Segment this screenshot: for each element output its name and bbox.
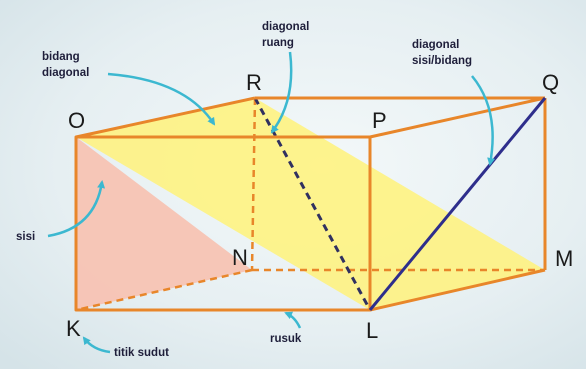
face-diagonal [368, 97, 547, 311]
label-rusuk: rusuk [270, 333, 302, 345]
edge-RN [250, 97, 257, 271]
vertex-M: M [555, 246, 573, 271]
label-sisi: sisi [16, 231, 35, 243]
arrow-diagonal-sisi [471, 75, 496, 166]
label-bidang: bidang [42, 51, 80, 63]
label-diagonal-sisi-1: diagonal [412, 39, 459, 51]
hidden-edges [75, 97, 545, 312]
side-face [76, 137, 252, 310]
edge-NK [75, 268, 253, 312]
label-diagonal-sisi-2: sisi/bidang [412, 55, 472, 67]
diagonal-plane [76, 98, 545, 310]
edge-PQ [369, 96, 546, 139]
vertex-L: L [366, 318, 378, 343]
vertex-K: K [66, 316, 81, 341]
arrow-titik-sudut [82, 336, 111, 354]
vertex-Q: Q [542, 70, 559, 95]
label-diagonal-ruang-1: diagonal [262, 21, 309, 33]
vertex-O: O [68, 108, 85, 133]
visible-edges [74, 96, 547, 312]
edge-OR [75, 96, 256, 139]
label-diagonal-plane: diagonal [42, 67, 89, 79]
label-titik-sudut: titik sudut [114, 347, 169, 359]
arrow-bidang-diagonal [107, 72, 216, 126]
arrow-rusuk [284, 311, 302, 329]
edge-LM [369, 268, 546, 312]
arrow-sisi [47, 180, 106, 238]
vertex-R: R [246, 70, 262, 95]
vertex-P: P [372, 108, 387, 133]
vertex-N: N [232, 245, 248, 270]
arrow-diagonal-ruang [270, 51, 293, 134]
annotation-arrows [47, 51, 496, 354]
label-diagonal-ruang-2: ruang [262, 37, 294, 49]
